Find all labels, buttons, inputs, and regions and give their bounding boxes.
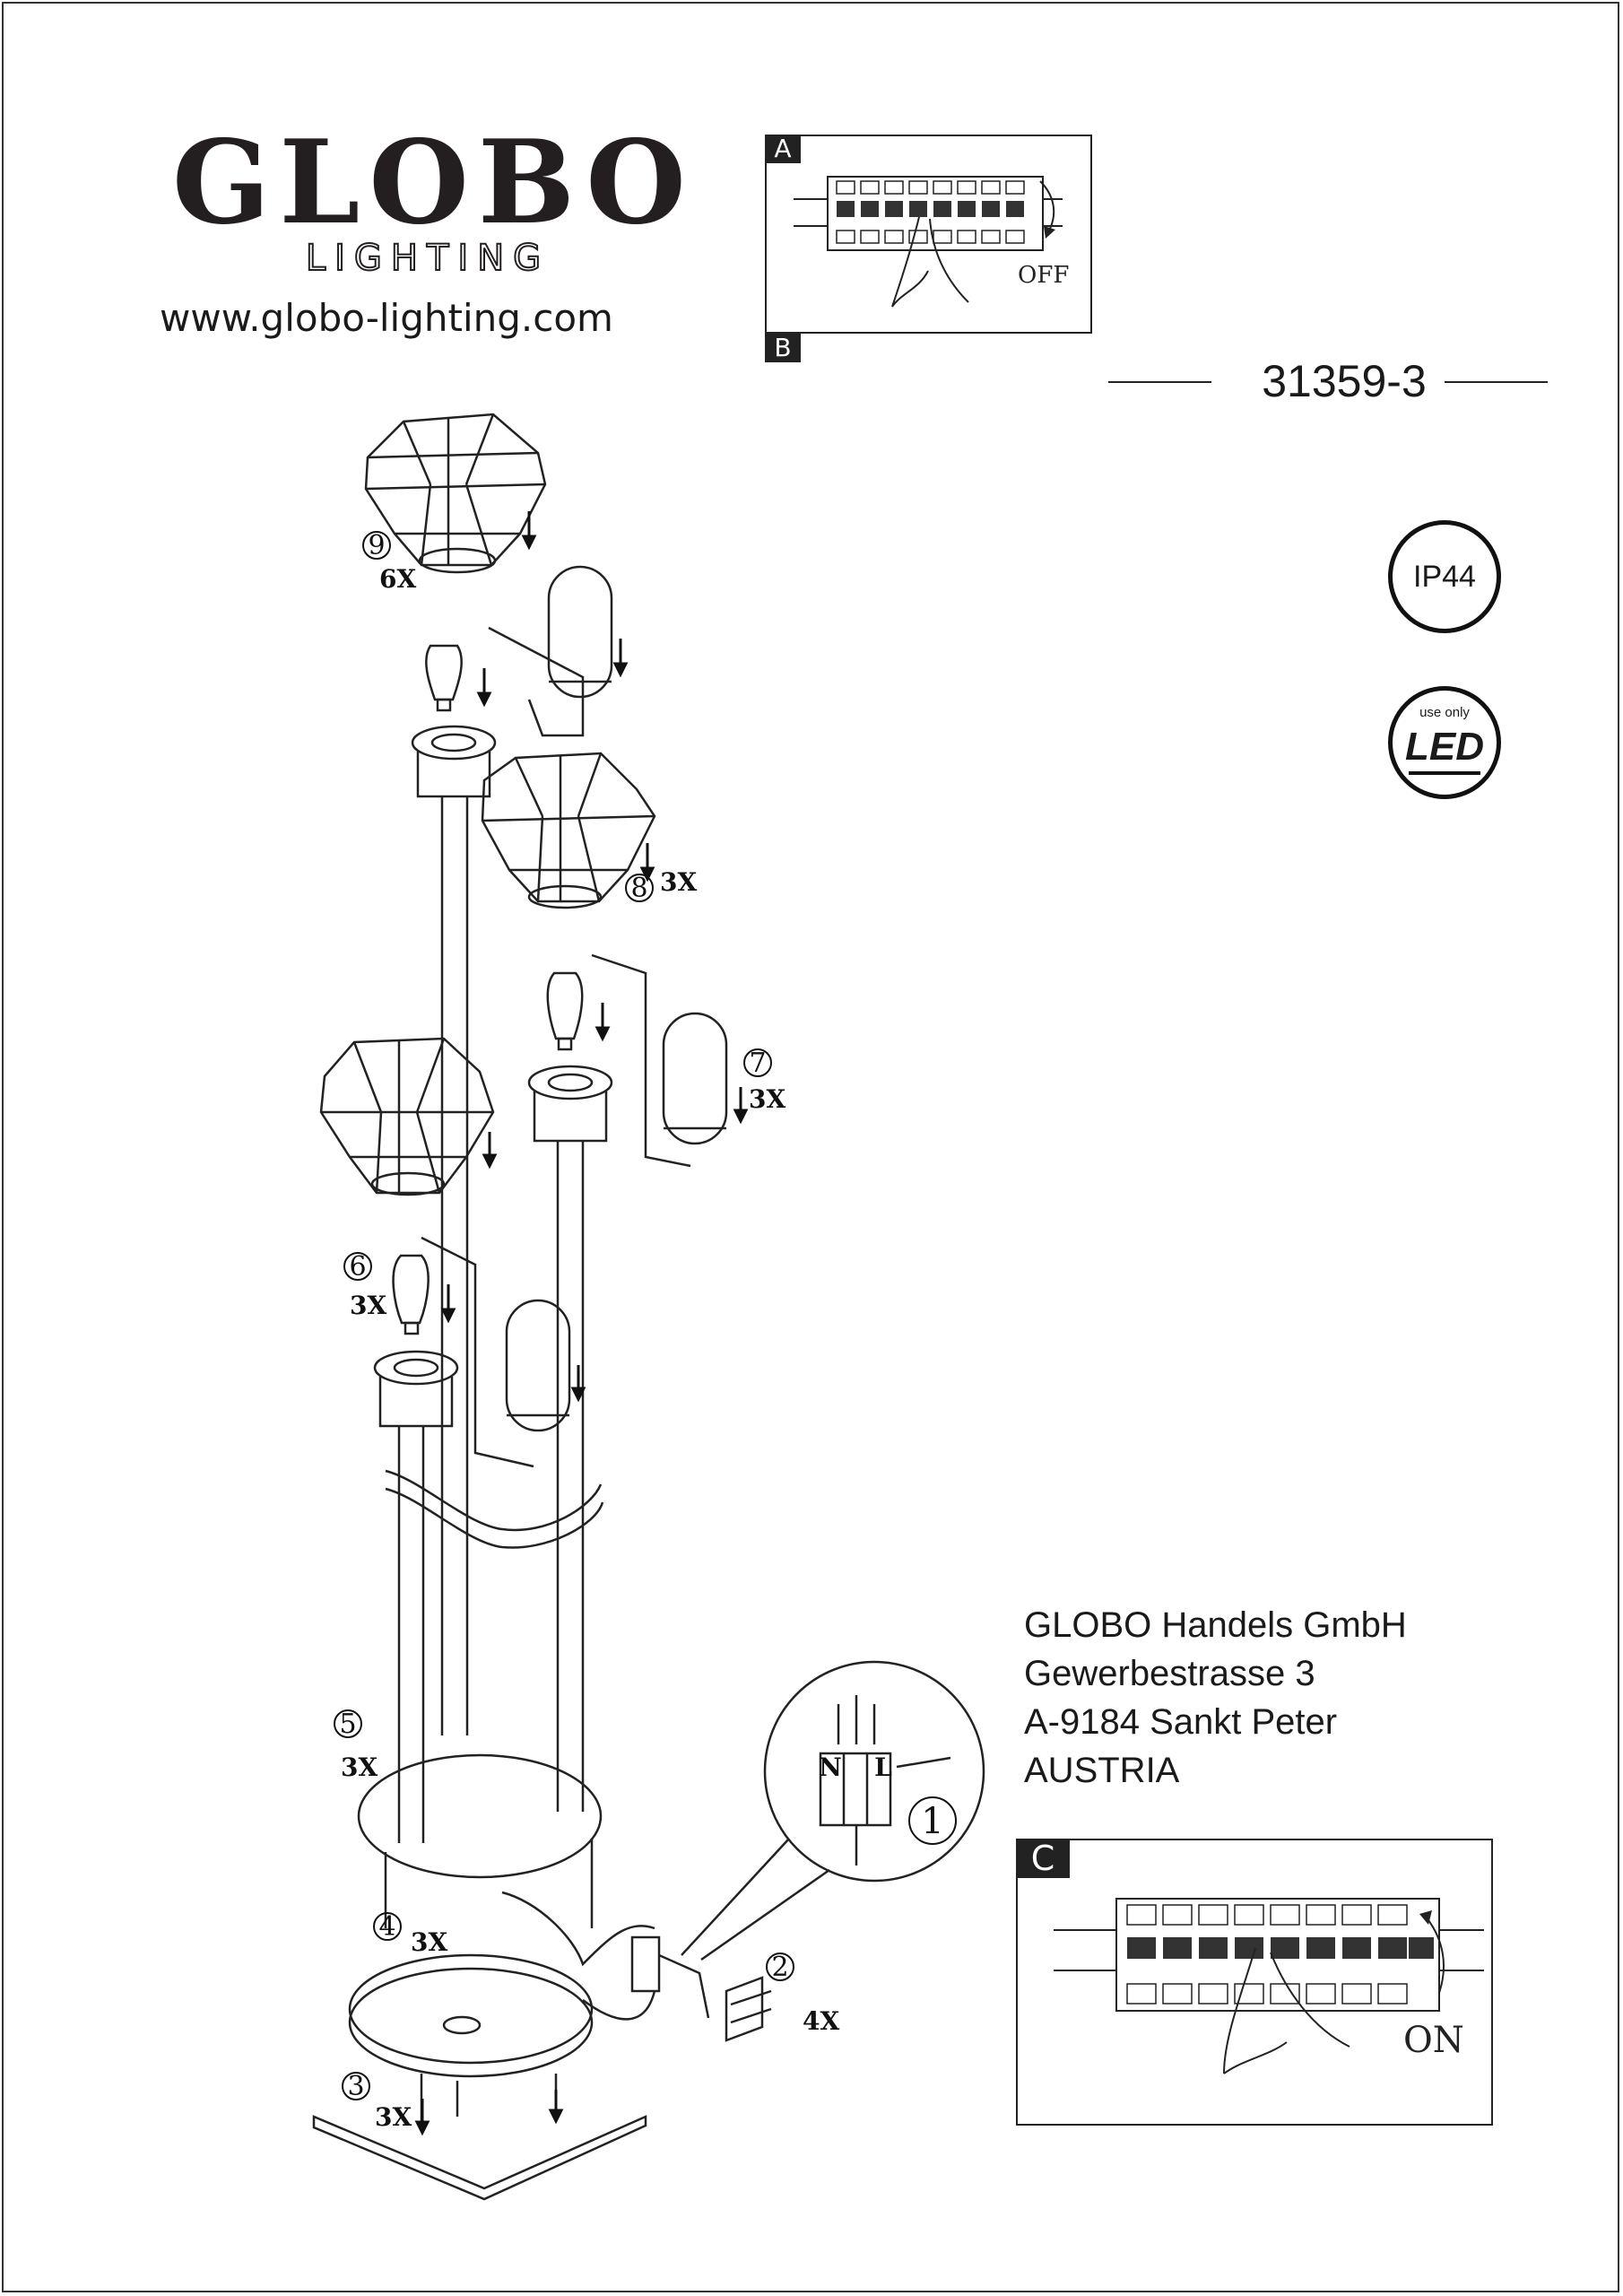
address-city: A-9184 Sankt Peter	[1024, 1702, 1338, 1742]
step-2-qty: 4X	[803, 2006, 839, 2036]
brand-logo: GLOBO LIGHTING	[172, 116, 695, 279]
led-small-text: use only	[1419, 705, 1470, 720]
ip-rating-badge: IP44	[1388, 520, 1501, 633]
address-company: GLOBO Handels GmbH	[1024, 1605, 1407, 1645]
website-url: www.globo-lighting.com	[160, 296, 613, 340]
model-rule-left	[1108, 381, 1211, 383]
step-6-qty: 3X	[350, 1291, 386, 1320]
step-1-number: 1	[921, 1801, 943, 1842]
step-8-number: 8	[630, 873, 647, 904]
model-rule-right	[1445, 381, 1548, 383]
step-7-number: 7	[749, 1048, 766, 1079]
panel-a-tag: A	[765, 135, 801, 163]
step-6-number: 6	[349, 1251, 366, 1283]
panel-b-tag: B	[765, 334, 801, 362]
on-label: ON	[1403, 2020, 1464, 2061]
step-2-number: 2	[771, 1952, 788, 1983]
off-label: OFF	[1018, 262, 1070, 289]
ip-rating-text: IP44	[1413, 560, 1476, 594]
breaker-on-illustration	[1054, 1898, 1484, 2074]
step-9-qty: 6X	[379, 564, 416, 594]
panel-switch-on: C ON	[1016, 1839, 1493, 2126]
step-9-number: 9	[368, 530, 385, 561]
step-4-qty: 3X	[411, 1927, 447, 1957]
logo-wordmark: GLOBO	[172, 116, 695, 250]
step-3-qty: 3X	[375, 2102, 412, 2132]
terminal-l: L	[874, 1752, 892, 1782]
model-number: 31359-3	[1262, 356, 1427, 406]
step-8-qty: 3X	[660, 867, 697, 897]
step-5-number: 5	[339, 1709, 356, 1740]
step-7-qty: 3X	[749, 1084, 785, 1114]
logo-subtitle: LIGHTING	[305, 238, 551, 279]
step-3-number: 3	[347, 2071, 364, 2102]
cage-shade-left	[319, 1037, 495, 1196]
panel-switch-off: A OFF	[765, 135, 1092, 334]
panel-c-tag: C	[1016, 1839, 1070, 1878]
step-4-number: 4	[378, 1911, 395, 1943]
led-only-badge: use only LED	[1388, 686, 1501, 799]
cage-shade-middle	[481, 752, 656, 909]
address-street: Gewerbestrasse 3	[1024, 1654, 1315, 1693]
breaker-off-illustration	[794, 176, 1063, 308]
terminal-n: N	[819, 1752, 842, 1782]
model-number-line: 31359-3	[1108, 354, 1548, 408]
led-swoosh	[1409, 771, 1480, 775]
address-country: AUSTRIA	[1024, 1751, 1180, 1790]
step-5-qty: 3X	[341, 1752, 378, 1782]
manufacturer-address: GLOBO Handels GmbH Gewerbestrasse 3 A-91…	[1024, 1601, 1407, 1795]
led-big-text: LED	[1405, 725, 1484, 769]
cage-shade-top	[364, 413, 547, 574]
